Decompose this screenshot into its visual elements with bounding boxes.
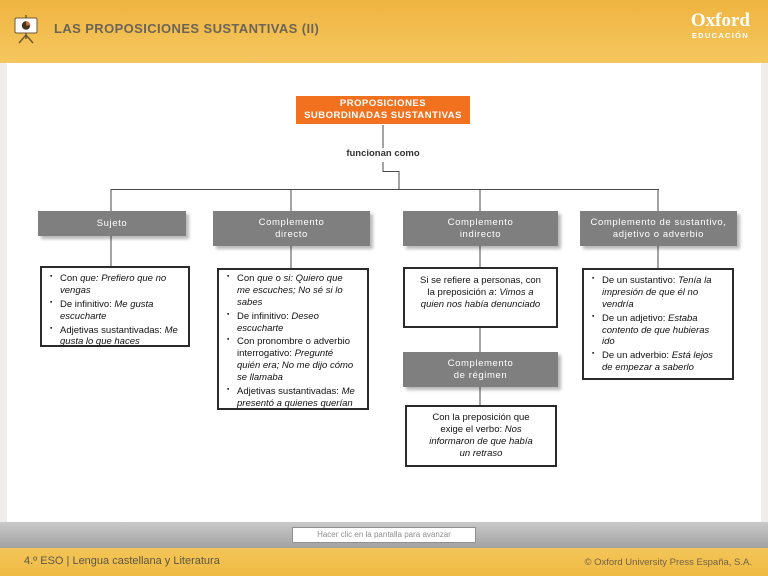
content-box-text: ▪ Con que o si: Quiero que me escuches; N… [217,268,369,410]
bullet-text: Con que: Prefiero que no vengas [60,273,166,296]
bullet-glyph: ▪ [227,336,230,344]
footer-course-label: 4.º ESO | Lengua castellana y Literatura [24,555,220,567]
text-segment: Vimos a quien nos había denunciado [420,286,541,310]
bullet-item: ▪ Con pronombre o adverbio interrogativo:… [225,336,357,384]
text-segment: Con [237,273,258,284]
label-line: Sujeto [96,217,128,229]
bullet-item: ▪ De infinitivo: Me gusta escucharte [48,299,182,323]
text-segment: Nos informaron de que había un retraso [429,423,533,459]
text-segment: : [494,286,500,298]
bullet-text: De un adverbio: Está lejos de empezar a … [602,350,713,373]
footer: 4.º ESO | Lengua castellana y Literatura… [0,548,768,576]
page-title: LAS PROPOSICIONES SUSTANTIVAS (II) [54,21,320,36]
label-line: SUBORDINADAS SUSTANTIVAS [304,110,462,121]
text-segment: Adjetivas sustantivadas: [237,385,342,397]
content-box-complemento-regimen: Con la preposición que exige el verbo: N… [405,405,557,467]
bullet-glyph: ▪ [227,385,230,393]
content-box-complemento-indirecto: Si se refiere a personas, con la preposi… [403,267,558,328]
bullet-glyph: ▪ [50,298,53,306]
text-segment: De infinitivo: [237,310,292,322]
text-segment: Adjetivas sustantivadas: [60,324,165,336]
bullet-glyph: ▪ [227,310,230,318]
bullet-item: ▪ Con que: Prefiero que no vengas [48,273,182,297]
text-segment: Pregunté quién era; No me dijo cómo se l… [237,348,354,383]
slide-header: LAS PROPOSICIONES SUSTANTIVAS (II) Oxfor… [0,0,768,63]
bullet-text: Con que o si: Quiero que me escuches; No… [237,273,343,308]
text-segment: a [488,286,495,298]
text-segment: Estaba contento de que hubieras ido [602,312,710,348]
connector-lines [110,125,659,406]
bullet-glyph: ▪ [50,273,53,280]
text-segment: si: Quiero que me escuches; No sé si lo … [237,273,343,308]
bullet-text: Con pronombre o adverbio interrogativo: … [237,336,353,383]
bullet-item: ▪ De infinitivo: Deseo escucharte [225,311,357,335]
content-box-complemento-directo: ▪ Con que o si: Quiero que me escuches; N… [217,268,369,412]
oxford-logo-text: Oxford [690,10,750,31]
bullet-item: ▪ De un adjetivo: Estaba contento de que … [590,313,718,349]
label-line: de régimen [453,369,508,381]
label-line: Complemento [447,216,514,228]
bullet-glyph: ▪ [592,350,595,358]
text-segment: o [272,273,284,284]
bullet-item: ▪ De un adverbio: Está lejos de empezar a… [590,350,718,374]
bullet-text: Adjetivas sustantivadas: Me presentó a q… [237,386,355,409]
text-segment: De un adjetivo: [602,312,669,324]
content-box-sujeto: ▪ Con que: Prefiero que no vengas ▪ De infi… [40,266,190,347]
text-segment: De un adverbio: [602,350,672,362]
bullet-text: De infinitivo: Deseo escucharte [237,311,319,334]
text-segment: Con [60,273,81,284]
text-segment: Tenía la impresión de que él no vendría [602,275,712,310]
presentation-board-icon [14,15,38,44]
branch-header-complemento-sustantivo: Complemento de sustantivo,adjetivo o adv… [580,211,737,246]
bullet-text: De un sustantivo: Tenía la impresión de … [602,275,712,310]
label-line: indirecto [459,228,502,240]
text-segment: que [257,273,273,284]
label-line: Complemento de sustantivo, [590,216,727,228]
text-segment: Deseo escucharte [237,310,319,334]
bottom-bar: Hacer clic en la pantalla para avanzar [0,522,768,548]
bullet-glyph: ▪ [592,312,595,320]
text-segment: De un sustantivo: [602,275,679,286]
bullet-item: ▪ Adjetivas sustantivadas: Me presentó a … [225,386,357,410]
text-segment: De infinitivo: [60,298,115,310]
text-segment: Me gusta escucharte [60,298,154,322]
text-segment: Con la preposición que exige el verbo: [432,412,530,435]
label-line: Complemento [447,357,514,369]
text-segment: Si se refiere a personas, con la preposi… [420,275,541,298]
footer-copyright: © Oxford University Press España, S.A. [584,557,752,568]
content-box-complemento-sustantivo: ▪ De un sustantivo: Tenía la impresión de… [582,268,734,380]
branch-header-sujeto: Sujeto [38,211,186,236]
text-segment: Con pronombre o adverbio interrogativo: [237,336,351,360]
bullet-glyph: ▪ [50,324,53,332]
oxford-logo-subtext: EDUCACIÓN [691,31,749,40]
text-segment: Está lejos de empezar a saberlo [602,350,713,374]
bullet-glyph: ▪ [592,275,595,282]
label-line: PROPOSICIONES [339,98,427,109]
connector-label: funcionan como [346,148,420,159]
bullet-text: De un adjetivo: Estaba contento de que h… [602,313,709,348]
content-box-border [217,268,369,410]
bullet-text: Adjetivas sustantivadas: Me gusta lo que… [60,325,178,348]
label-line: Complemento [258,216,325,228]
label-line: adjetivo o adverbio [612,228,705,240]
advance-button[interactable]: Hacer clic en la pantalla para avanzar [292,527,476,543]
text-segment: que: Prefiero que no vengas [60,273,167,296]
text-segment: Me gusta lo que haces [60,324,178,348]
bullet-item: ▪ Adjetivas sustantivadas: Me gusta lo qu… [48,325,182,349]
text-segment: Me presentó a quienes querían [237,385,355,409]
oxford-logo: Oxford EDUCACIÓN [690,10,750,41]
bullet-item: ▪ De un sustantivo: Tenía la impresión de… [590,275,718,311]
label-line: directo [275,228,308,240]
bullet-glyph: ▪ [227,273,230,280]
bullet-item: ▪ Con que o si: Quiero que me escuches; N… [225,273,357,309]
bullet-text: De infinitivo: Me gusta escucharte [60,299,153,322]
